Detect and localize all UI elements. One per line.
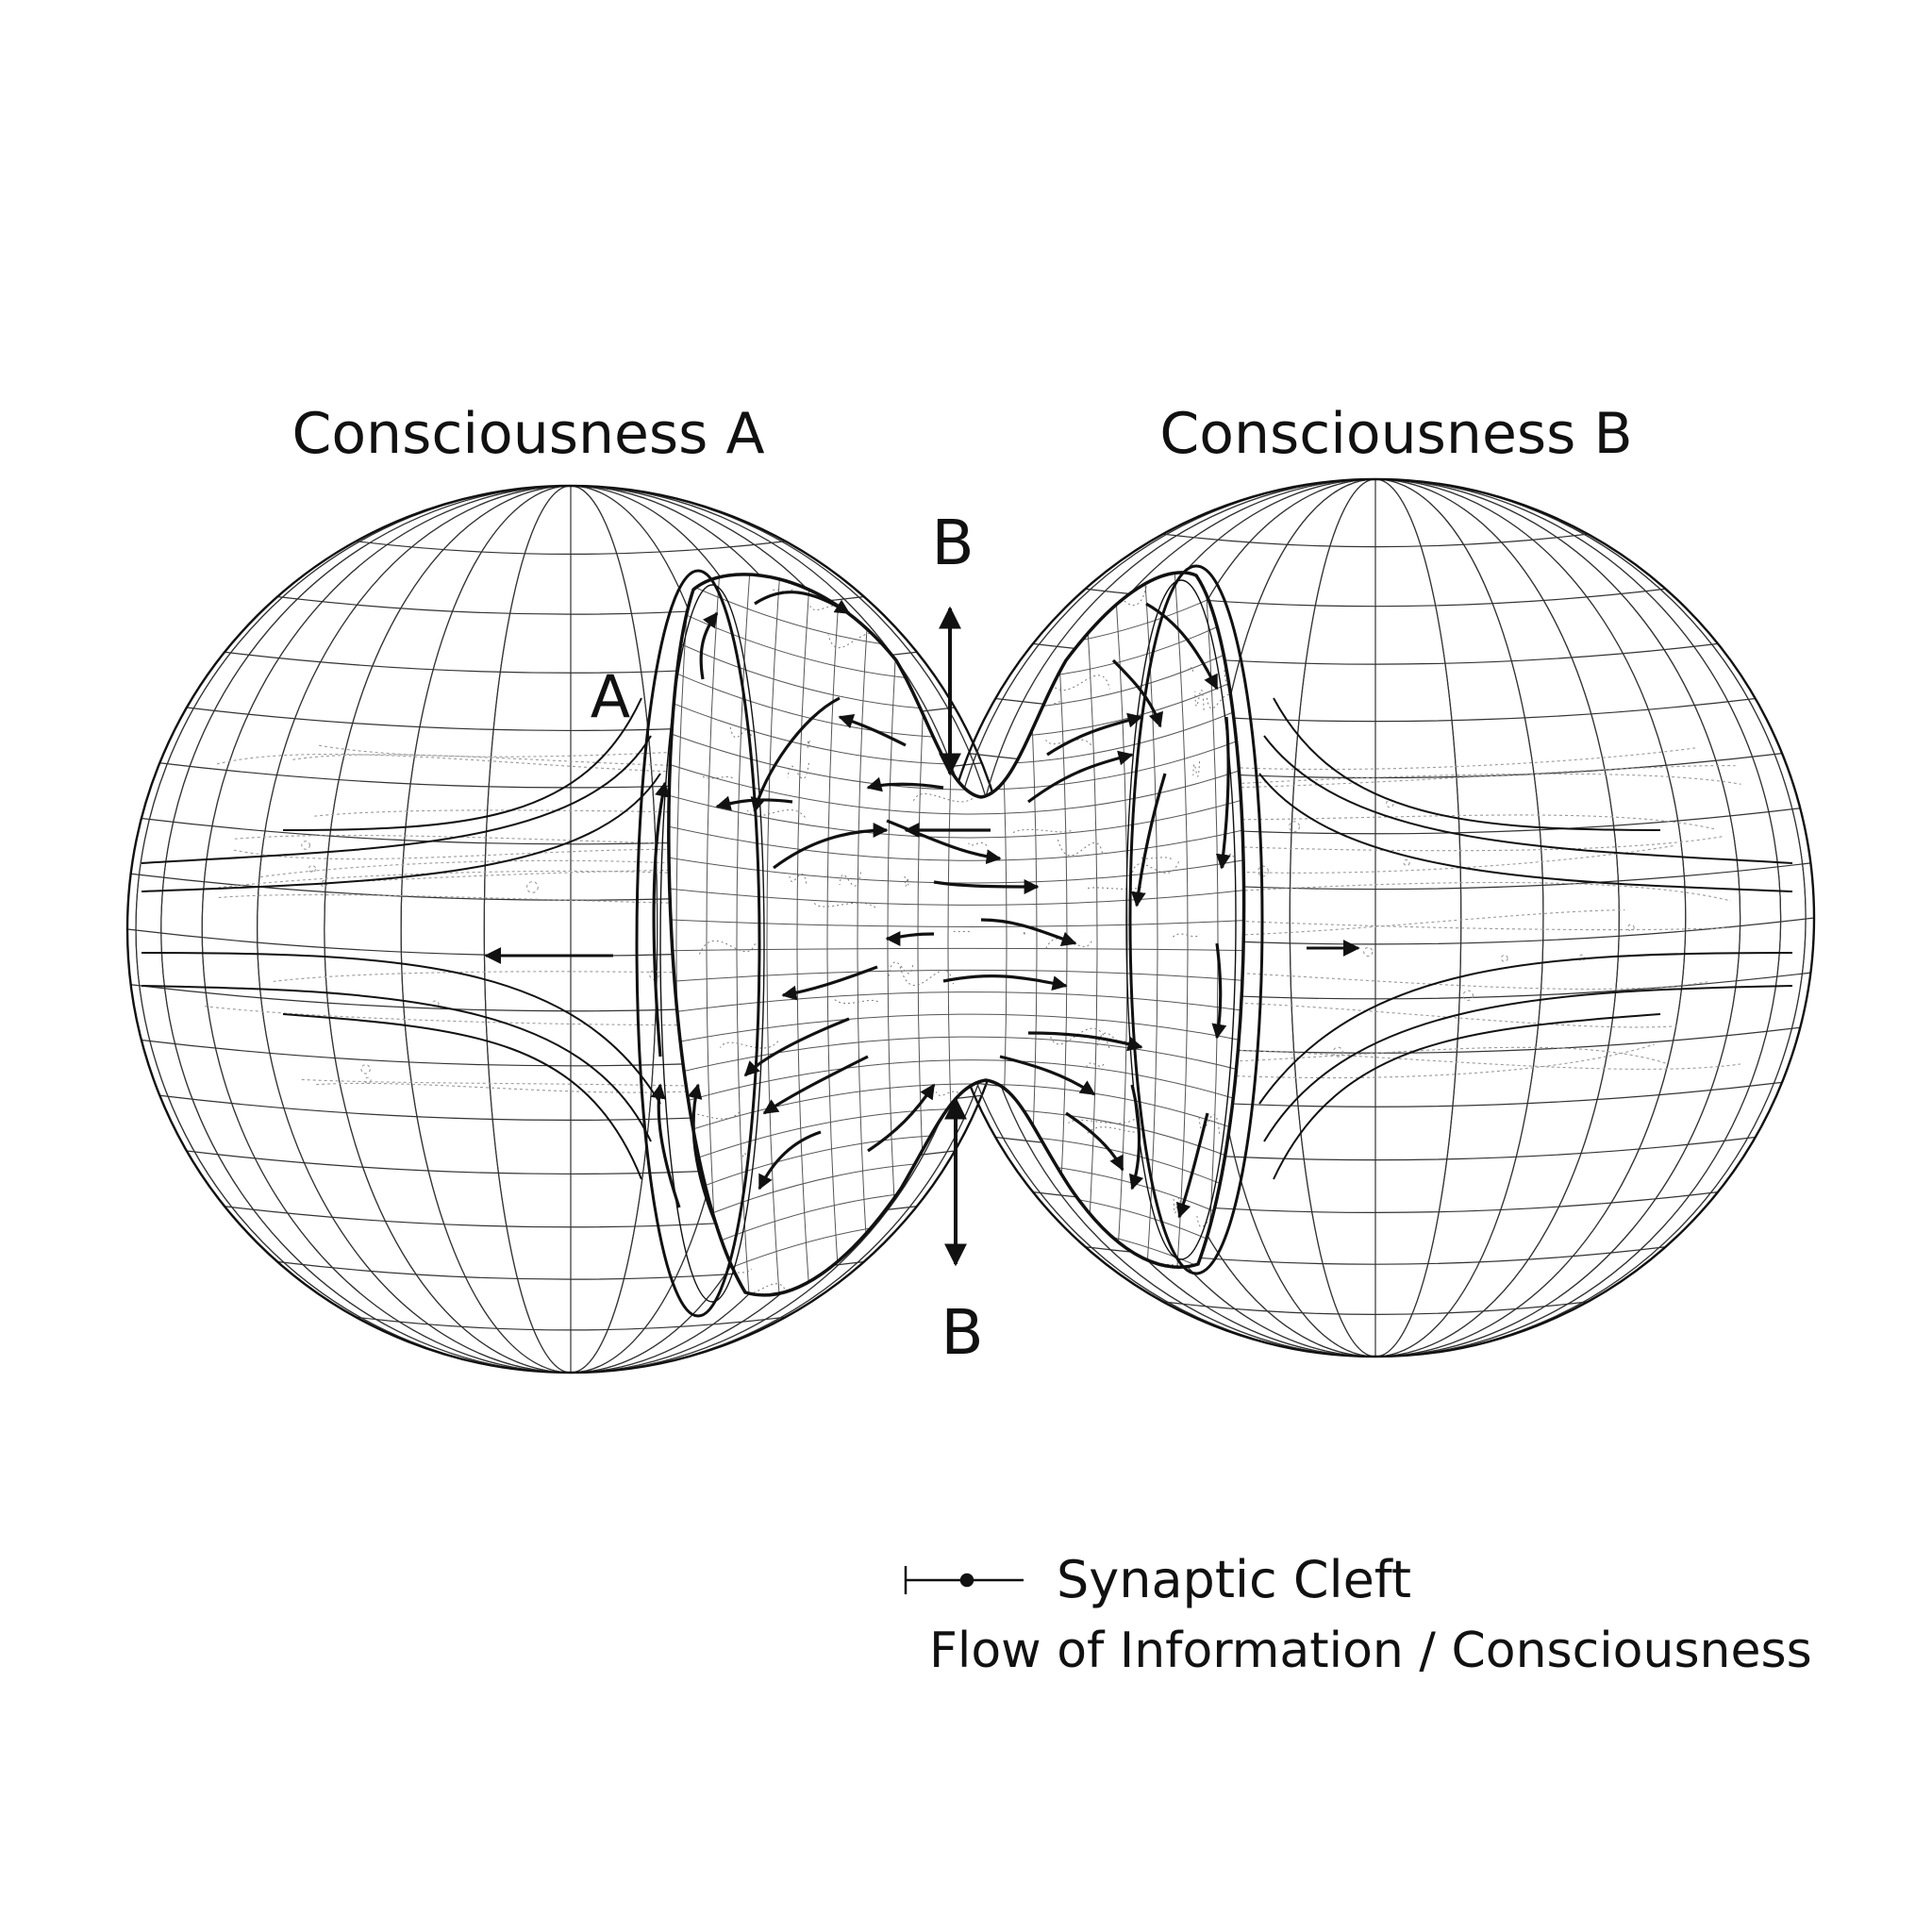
flow-lines-b — [1258, 697, 1793, 1180]
marker-a: A — [591, 662, 630, 731]
marker-b-bottom: B — [941, 1296, 983, 1369]
legend: Synaptic Cleft Flow of Information / Con… — [904, 1550, 1812, 1679]
legend-flow: Flow of Information / Consciousness — [929, 1623, 1812, 1679]
bridge-left-rim — [635, 569, 761, 1318]
bridge-fill — [668, 572, 1244, 1295]
marker-b-top: B — [931, 507, 974, 579]
label-consciousness-a: Consciousness A — [291, 401, 764, 467]
cleft-arrows — [939, 606, 967, 1267]
label-consciousness-b: Consciousness B — [1159, 401, 1632, 467]
bridge-outline — [667, 571, 1246, 1297]
bridge-flow-arrows — [650, 591, 1231, 1227]
bridge-right-rim-inner — [1125, 579, 1237, 1260]
legend-synaptic-cleft: Synaptic Cleft — [1057, 1550, 1411, 1609]
bridge-right-rim — [1128, 564, 1264, 1275]
flow-lines-a — [141, 697, 661, 1180]
bridge-left-rim-inner — [659, 584, 765, 1303]
legend-synaptic-cleft-symbol — [904, 1566, 1024, 1594]
